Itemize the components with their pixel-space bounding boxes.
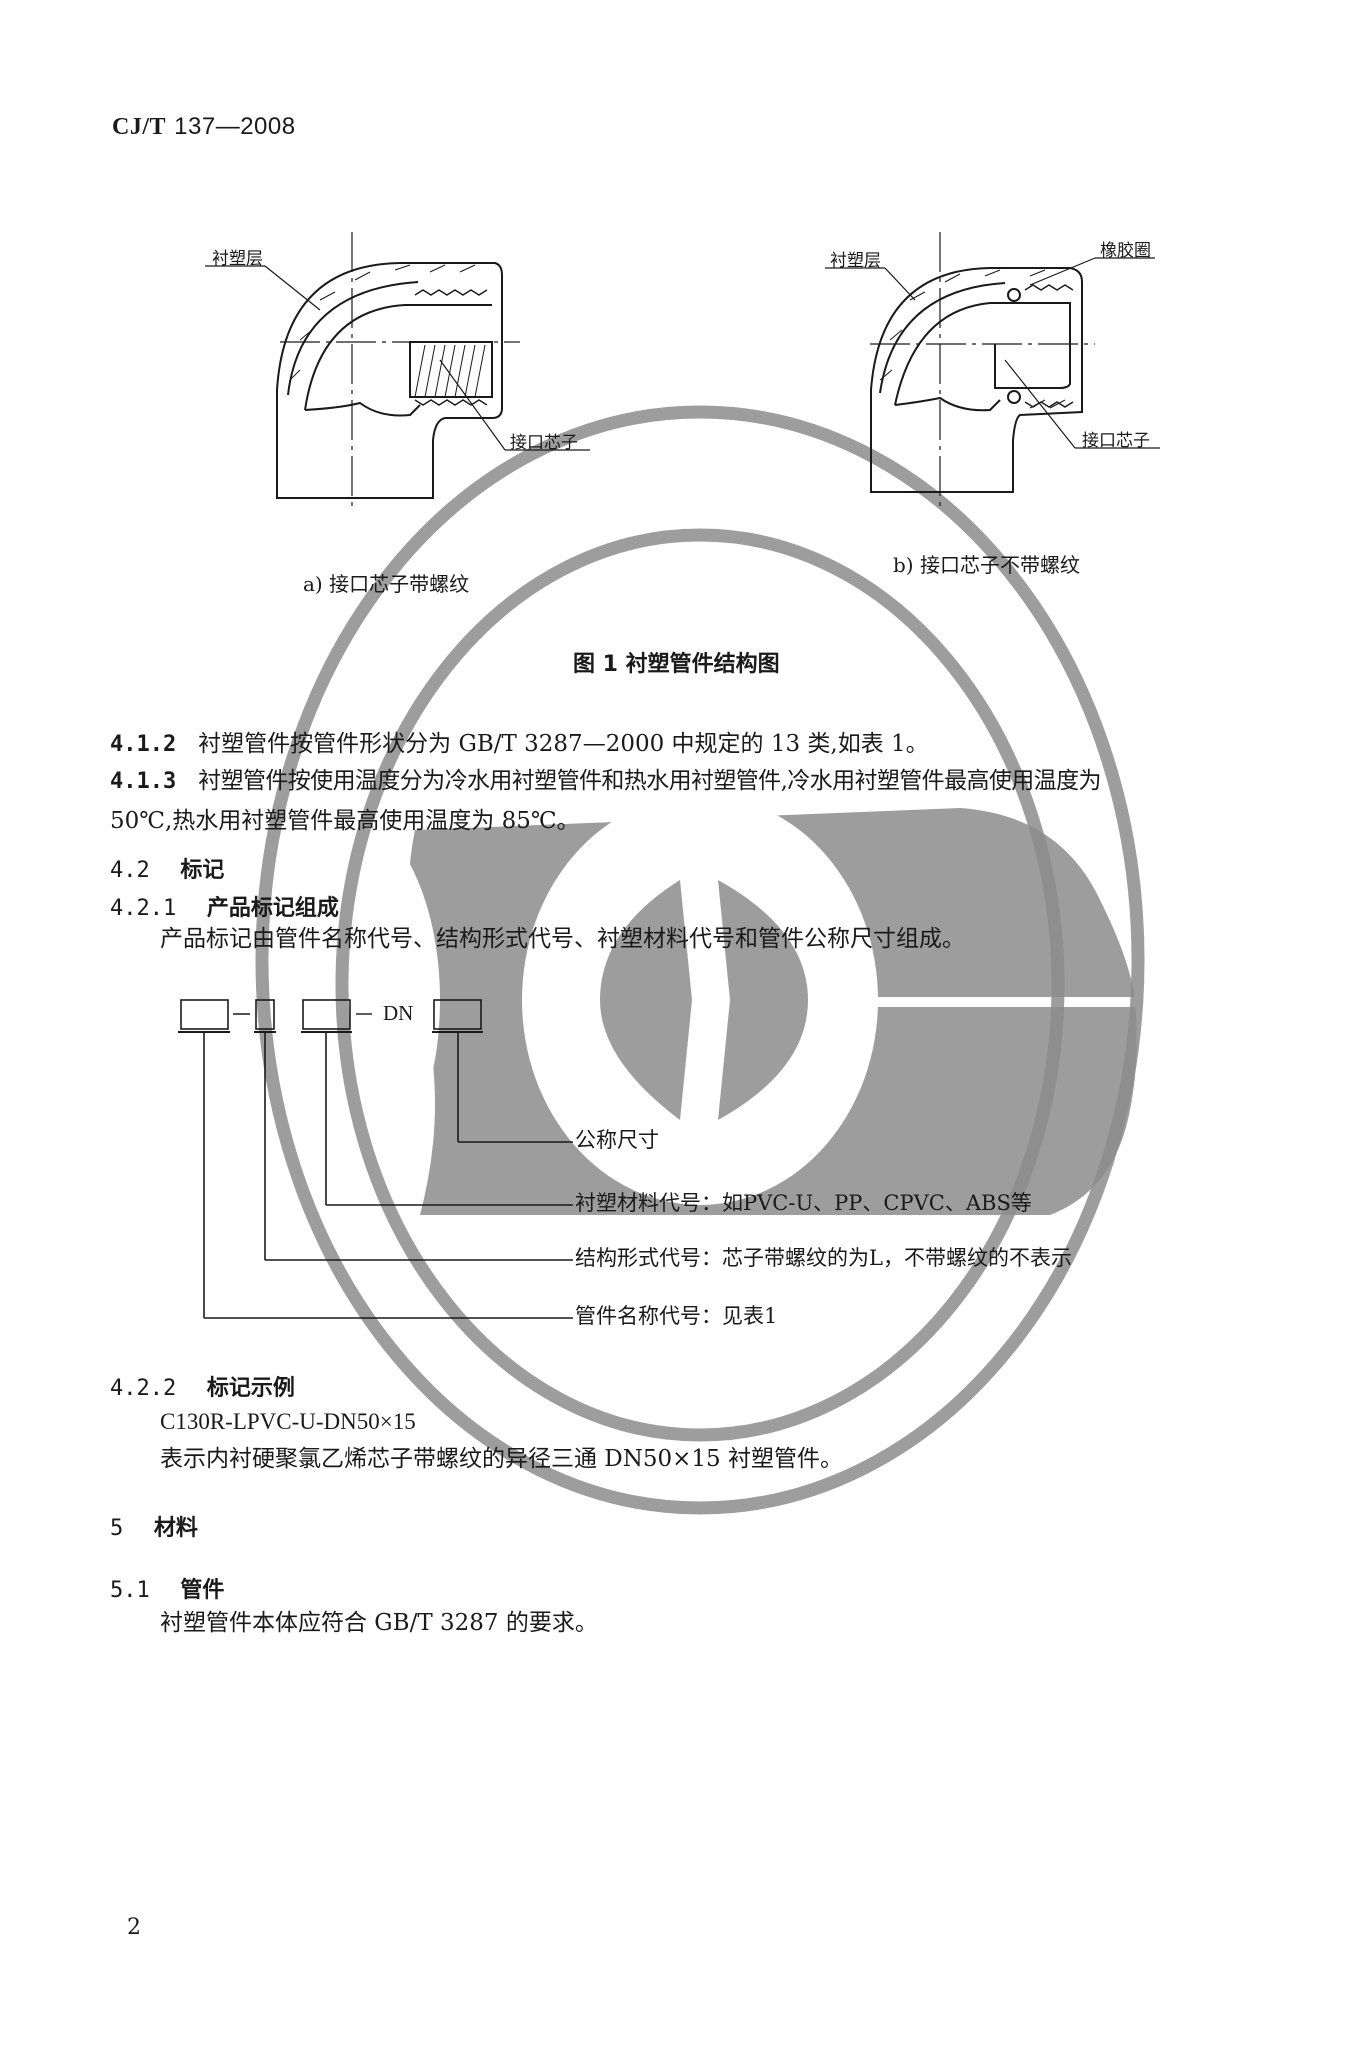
section-number: 4.1.3 bbox=[110, 769, 177, 794]
page-number: 2 bbox=[127, 1915, 141, 1940]
section-4-2-1-text: 产品标记由管件名称代号、结构形式代号、衬塑材料代号和管件公称尺寸组成。 bbox=[160, 926, 965, 952]
section-4-1-3: 4.1.3 衬塑管件按使用温度分为冷水用衬塑管件和热水用衬塑管件,冷水用衬塑管件… bbox=[110, 770, 1101, 793]
section-title: 管件 bbox=[180, 1578, 225, 1603]
label-core-a: 接口芯子 bbox=[510, 433, 578, 453]
section-title: 材料 bbox=[153, 1516, 198, 1541]
section-number: 5 bbox=[110, 1516, 124, 1541]
marking-example-description: 表示内衬硬聚氯乙烯芯子带螺纹的异径三通 DN50×15 衬塑管件。 bbox=[160, 1446, 843, 1472]
section-title: 标记 bbox=[180, 858, 225, 883]
section-text-line1: 衬塑管件按使用温度分为冷水用衬塑管件和热水用衬塑管件,冷水用衬塑管件最高使用温度… bbox=[198, 768, 1101, 794]
caption-b: b) 接口芯子不带螺纹 bbox=[893, 553, 1080, 577]
section-4-2-1-heading: 4.2.1 产品标记组成 bbox=[110, 890, 339, 922]
section-4-1-3-line2: 50℃,热水用衬塑管件最高使用温度为 85℃。 bbox=[110, 808, 580, 834]
marking-label-nominal-size: 公称尺寸 bbox=[575, 1128, 659, 1152]
section-number: 4.1.2 bbox=[110, 732, 177, 757]
marking-label-fitting-name: 管件名称代号：见表1 bbox=[575, 1304, 778, 1328]
section-4-2-2-heading: 4.2.2 标记示例 bbox=[110, 1370, 295, 1402]
section-5-1-heading: 5.1 管件 bbox=[110, 1572, 224, 1604]
section-5-heading: 5 材料 bbox=[110, 1510, 198, 1542]
section-title: 标记示例 bbox=[206, 1376, 295, 1401]
label-lining-b: 衬塑层 bbox=[830, 251, 881, 271]
marking-label-lining-material: 衬塑材料代号：如PVC-U、PP、CPVC、ABS等 bbox=[575, 1191, 1032, 1215]
marking-label-structure-type: 结构形式代号：芯子带螺纹的为L，不带螺纹的不表示 bbox=[575, 1246, 1072, 1270]
section-number: 4.2.1 bbox=[110, 896, 177, 921]
section-4-1-2: 4.1.2 衬塑管件按管件形状分为 GB/T 3287—2000 中规定的 13… bbox=[110, 733, 929, 756]
marking-example-code: C130R-LPVC-U-DN50×15 bbox=[160, 1409, 416, 1434]
standard-number: 137—2008 bbox=[174, 113, 296, 140]
label-rubber-ring: 橡胶圈 bbox=[1100, 241, 1151, 261]
section-number: 5.1 bbox=[110, 1578, 150, 1603]
standard-code: CJ/T bbox=[112, 114, 167, 140]
document-header: CJ/T 137—2008 bbox=[112, 112, 296, 141]
figure-title: 图 1 衬塑管件结构图 bbox=[573, 652, 780, 677]
section-5-1-text: 衬塑管件本体应符合 GB/T 3287 的要求。 bbox=[160, 1610, 598, 1636]
section-number: 4.2.2 bbox=[110, 1376, 177, 1401]
section-4-2-heading: 4.2 标记 bbox=[110, 852, 224, 884]
dn-label: DN bbox=[383, 1001, 414, 1025]
section-title: 产品标记组成 bbox=[206, 896, 339, 921]
caption-a: a) 接口芯子带螺纹 bbox=[303, 572, 470, 596]
label-lining-a: 衬塑层 bbox=[212, 249, 263, 269]
section-text: 衬塑管件按管件形状分为 GB/T 3287—2000 中规定的 13 类,如表 … bbox=[198, 731, 929, 757]
section-number: 4.2 bbox=[110, 858, 150, 883]
label-core-b: 接口芯子 bbox=[1082, 431, 1150, 451]
